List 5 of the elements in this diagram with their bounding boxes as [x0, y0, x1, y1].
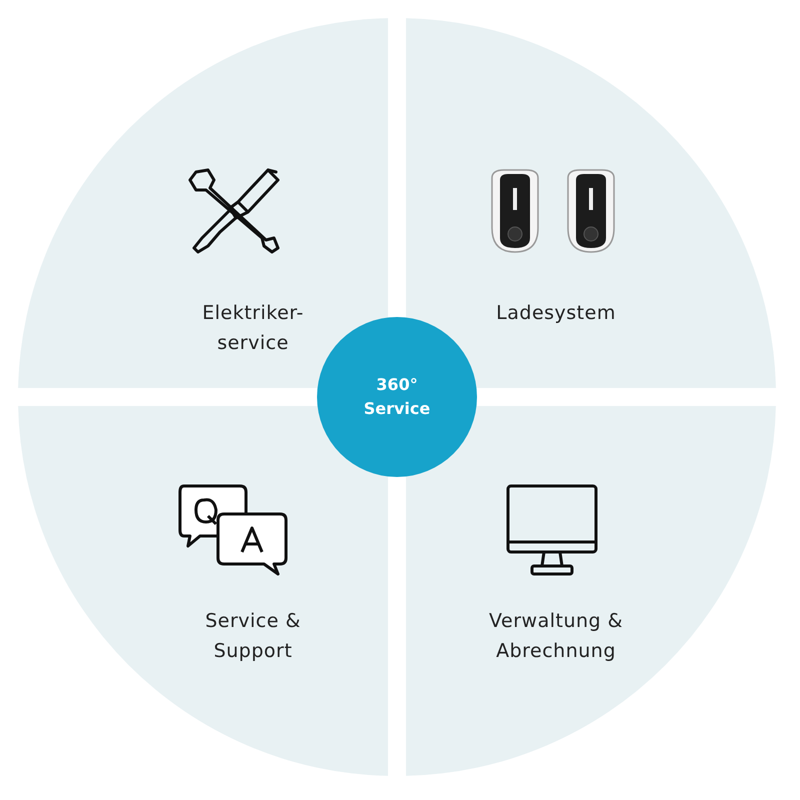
- quadrant-label: Elektriker- service: [201, 301, 305, 356]
- quadrant-label: Verwaltung & Abrechnung: [488, 609, 624, 664]
- quadrant-label: Ladesystem: [495, 301, 617, 326]
- quadrant-label: Service & Support: [204, 609, 302, 664]
- center-label: 360° Service: [362, 374, 432, 420]
